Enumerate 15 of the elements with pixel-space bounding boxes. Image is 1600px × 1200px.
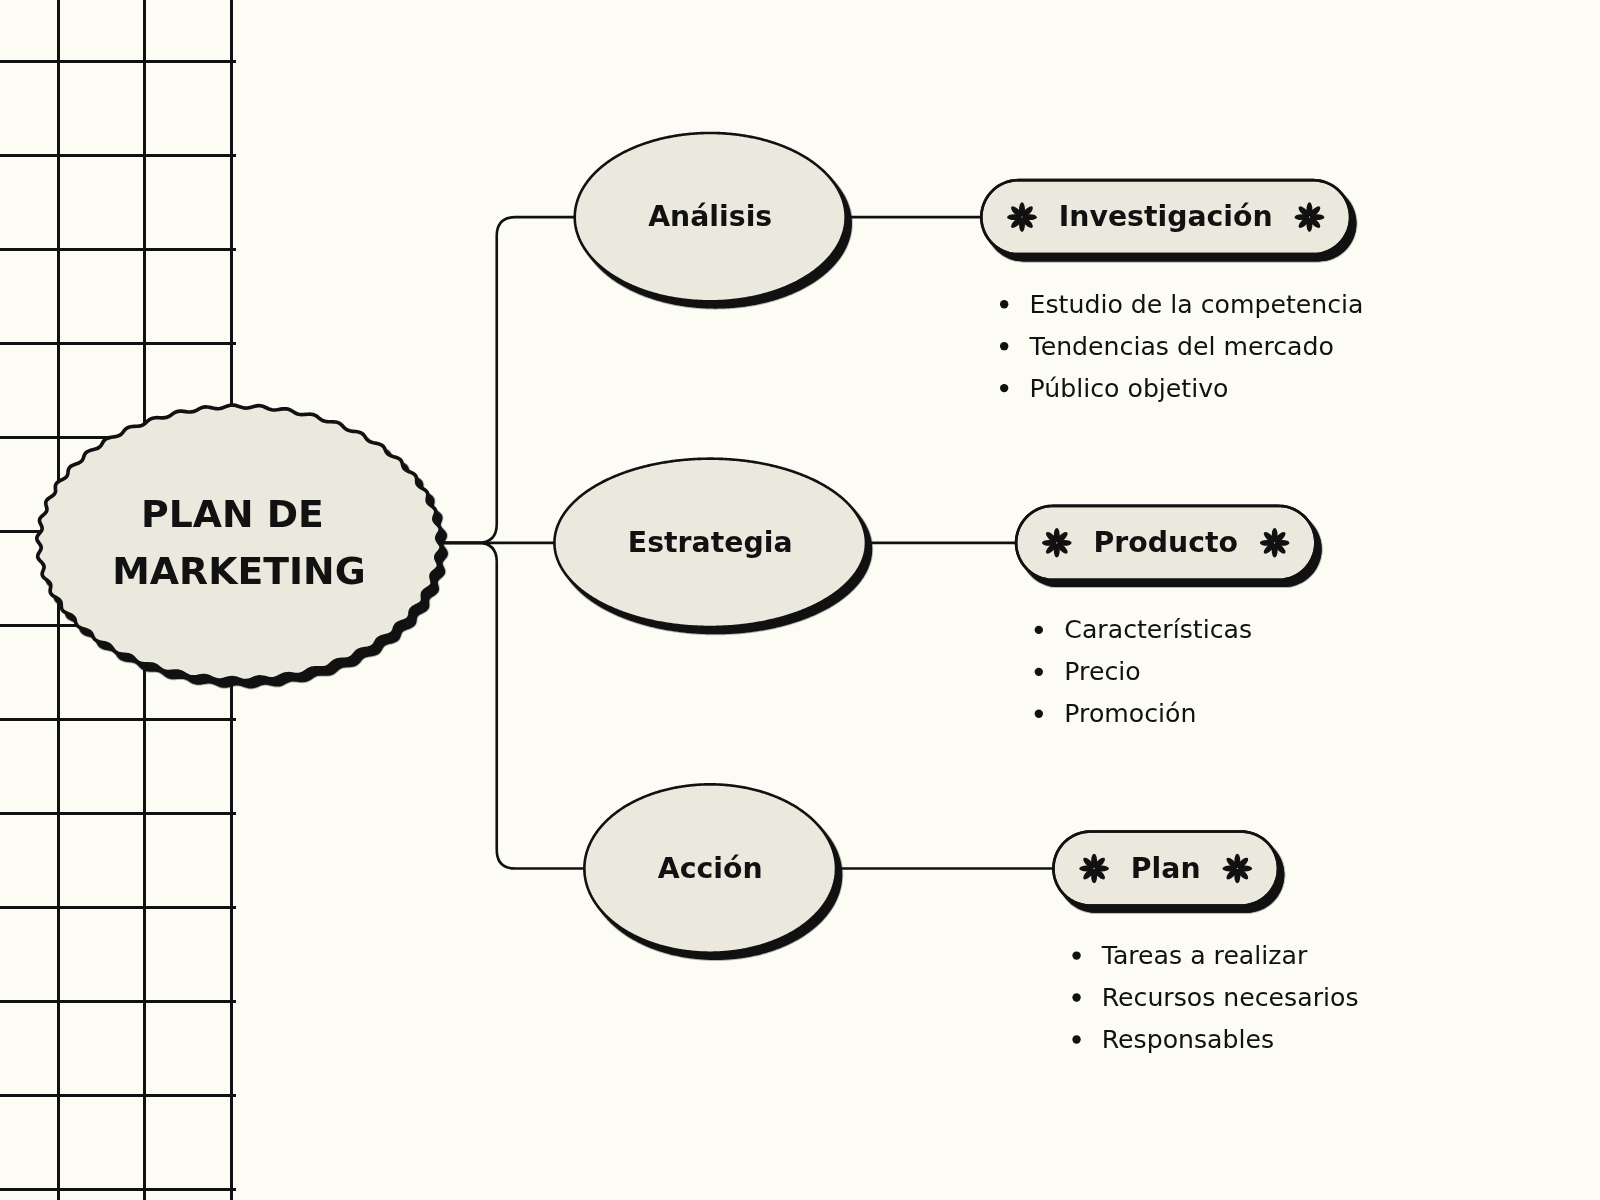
list-item: Responsables <box>1101 1025 1275 1055</box>
list-item: Tareas a realizar <box>1101 941 1308 971</box>
pill-node: Producto <box>1014 504 1317 582</box>
list-item: Promoción <box>1064 699 1197 729</box>
connector-line <box>865 541 1017 545</box>
connector-line <box>845 215 982 219</box>
list-item: Estudio de la competencia <box>1029 289 1364 320</box>
list-item: Características <box>1064 615 1253 645</box>
list-item: Tendencias del mercado <box>1029 331 1334 362</box>
list-item: Público objetivo <box>1029 373 1229 404</box>
pill-node: Investigación <box>980 178 1352 256</box>
list-item: Recursos necesarios <box>1101 983 1359 1013</box>
connector-line <box>836 867 1054 870</box>
pill-node: Plan <box>1052 830 1280 907</box>
list-item: Precio <box>1064 657 1141 687</box>
